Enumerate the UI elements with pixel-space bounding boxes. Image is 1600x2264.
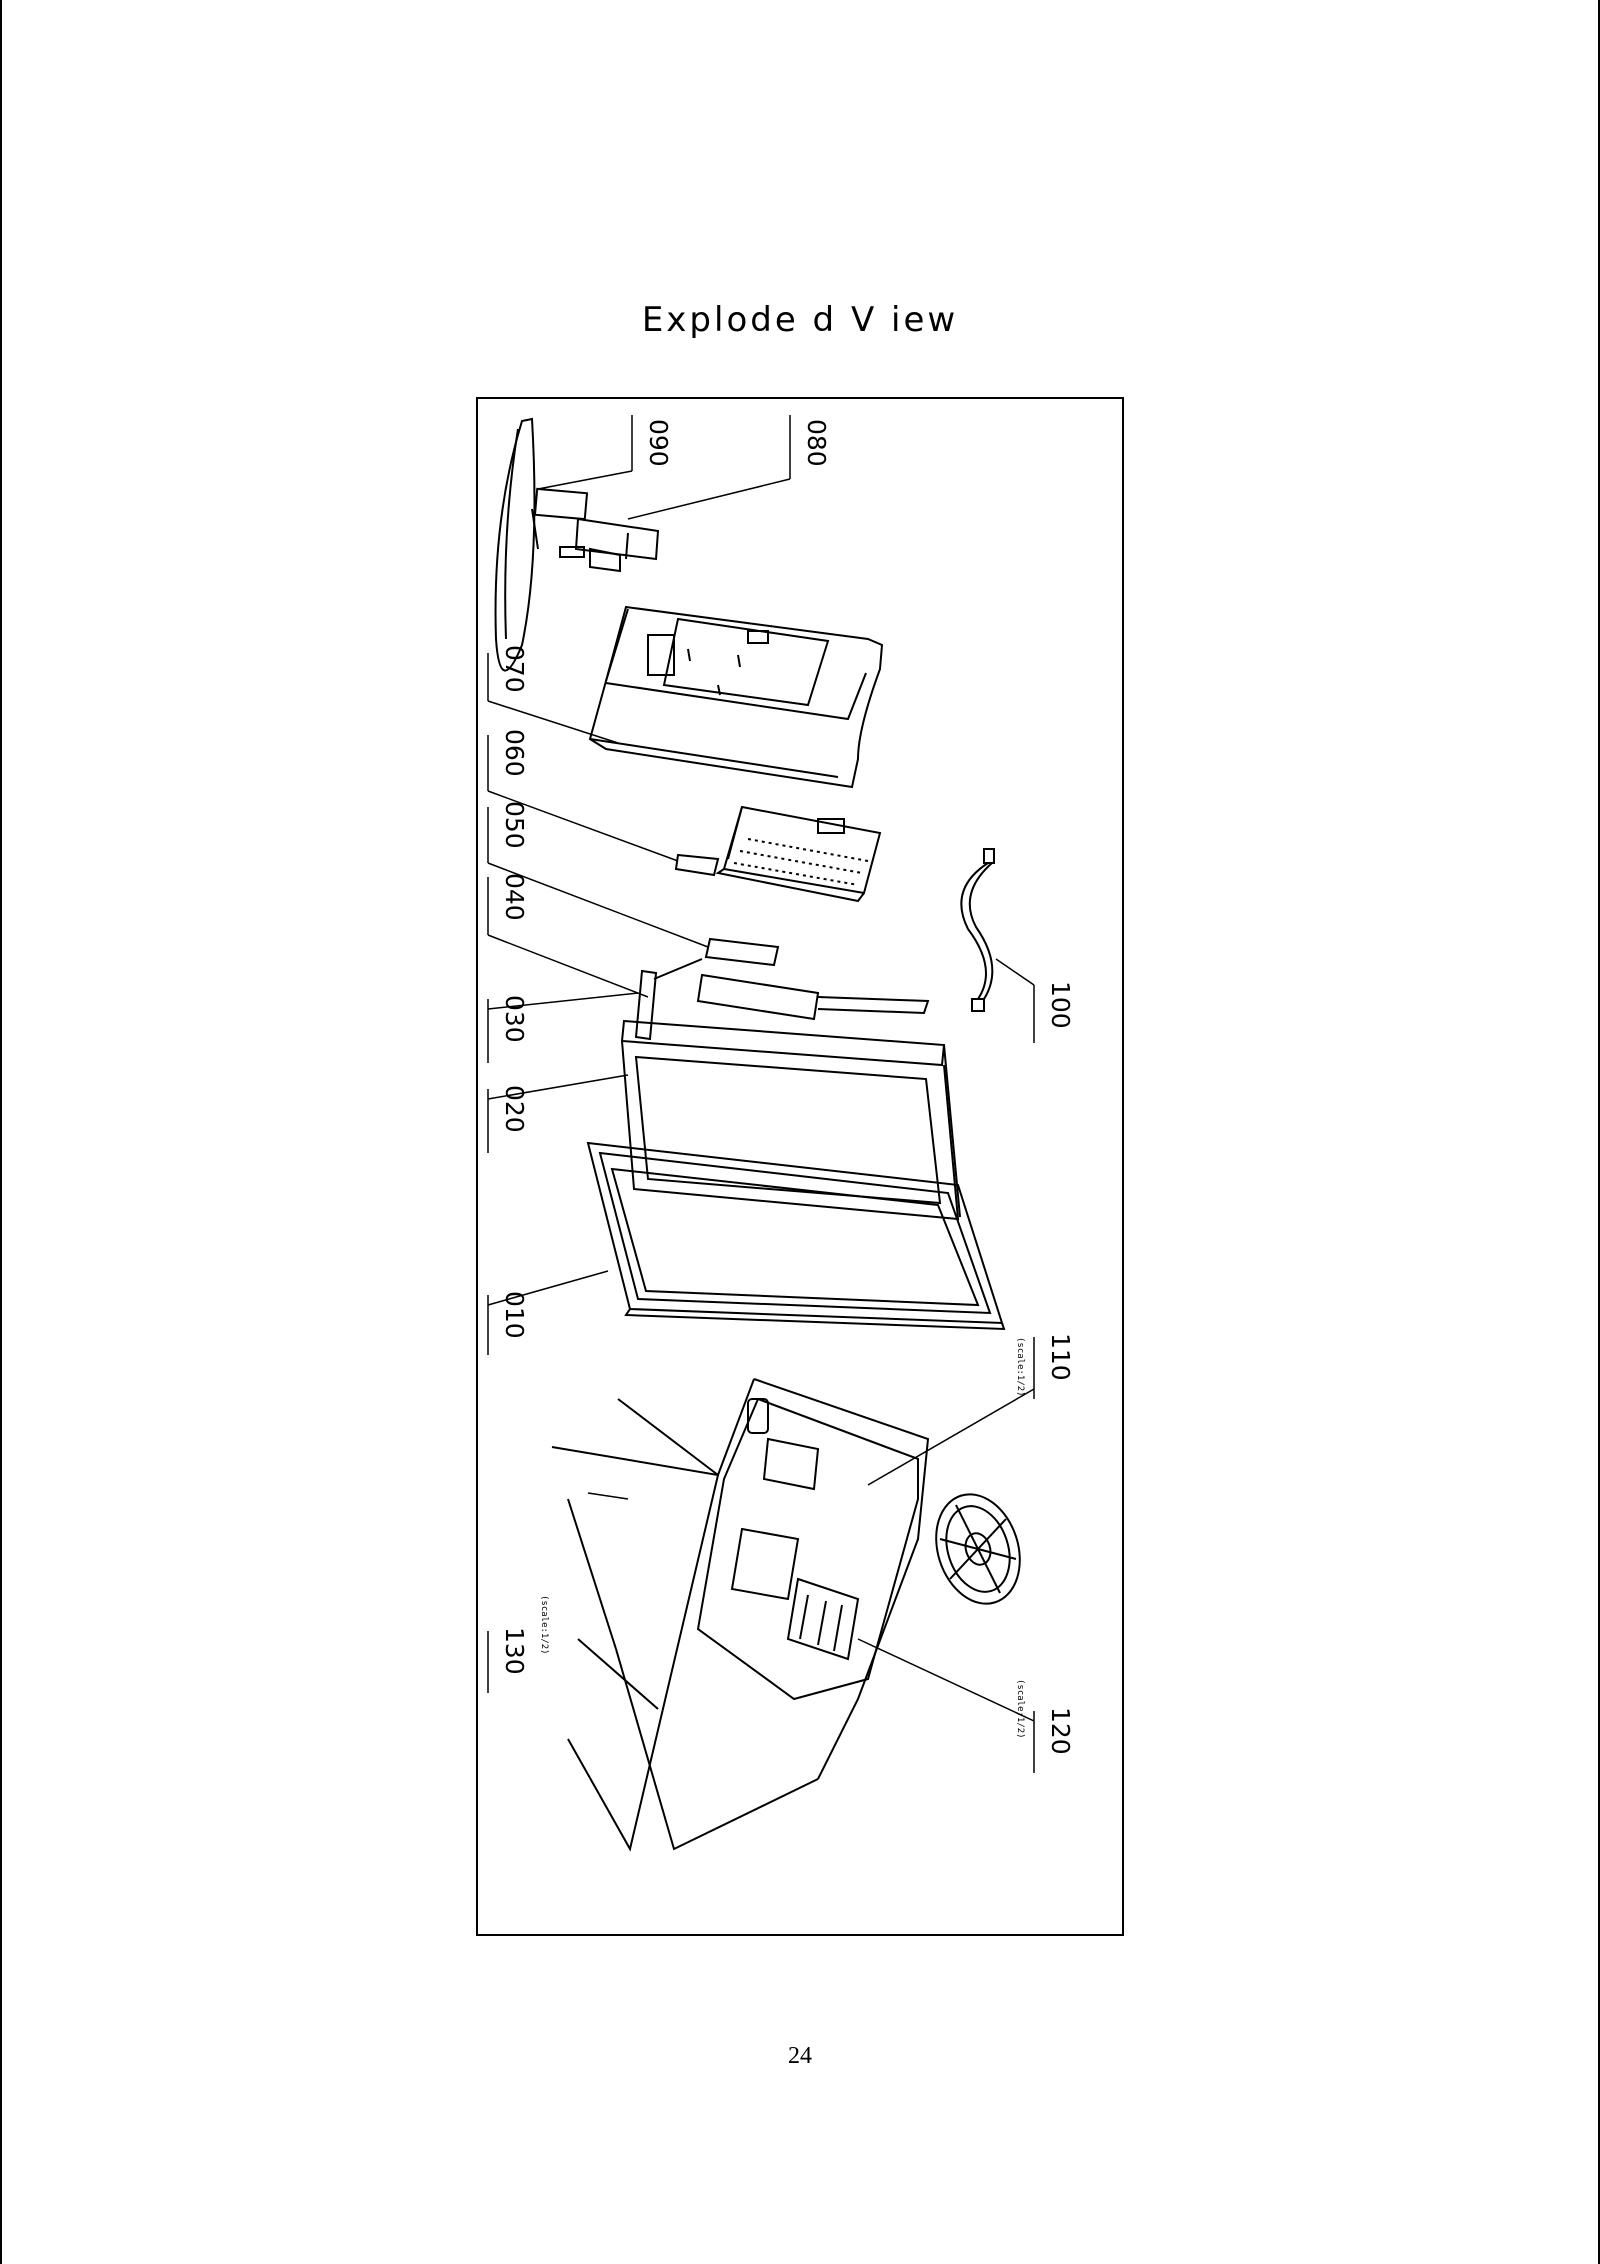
page-edge-right <box>1598 0 1600 2264</box>
scale-notes: (scale:1/2) (scale:1/2) (scale:1/2) <box>539 1337 1025 1739</box>
lcd-panel <box>620 1019 961 1221</box>
callout-070: 070 <box>500 645 529 693</box>
carton <box>551 1378 930 1852</box>
rear-cover <box>588 605 884 789</box>
callout-050: 050 <box>500 801 529 849</box>
callout-130: 130 <box>500 1627 529 1675</box>
callout-090: 090 <box>644 419 673 467</box>
scale-note-110: (scale:1/2) <box>1015 1337 1025 1397</box>
power-cord <box>960 848 995 1012</box>
callout-100: 100 <box>1046 981 1075 1029</box>
foam-cushion <box>696 1397 919 1701</box>
scale-note-120: (scale:1/2) <box>1015 1679 1025 1739</box>
callout-110: 110 <box>1046 1333 1075 1381</box>
page-title: Explode d V iew <box>641 300 959 340</box>
diagram-frame: 090 080 070 060 050 040 030 020 010 130 … <box>476 397 1124 1936</box>
callout-labels: 090 080 070 060 050 040 030 020 010 130 … <box>500 419 1075 1755</box>
callout-080: 080 <box>802 419 831 467</box>
callout-120: 120 <box>1046 1707 1075 1755</box>
stand-neck <box>559 517 660 573</box>
callout-020: 020 <box>500 1085 529 1133</box>
leader-lines <box>487 415 1035 1773</box>
packed-stand-base <box>935 1493 1021 1605</box>
main-board-shield <box>674 805 882 903</box>
callout-060: 060 <box>500 729 529 777</box>
front-bezel <box>586 1141 1006 1331</box>
exploded-view-diagram: 090 080 070 060 050 040 030 020 010 130 … <box>487 415 1075 1852</box>
callout-010: 010 <box>500 1291 529 1339</box>
page-edge-left <box>0 0 2 2264</box>
page-number: 24 <box>788 2043 812 2069</box>
keypad-board <box>634 937 930 1041</box>
callout-030: 030 <box>500 995 529 1043</box>
callout-040: 040 <box>500 873 529 921</box>
stand-base <box>494 417 589 672</box>
scale-note-130: (scale:1/2) <box>539 1595 549 1655</box>
